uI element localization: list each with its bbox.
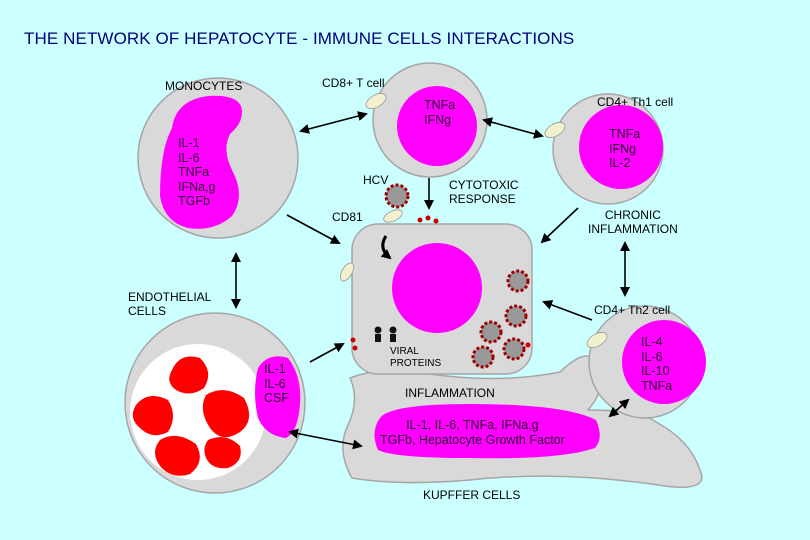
th2-receptor — [586, 332, 608, 348]
monocytes-label: MONOCYTES — [165, 79, 243, 93]
cd81-label: CD81 — [332, 210, 363, 224]
th1-receptor — [544, 122, 566, 138]
endothelial-cytokines: IL-1 IL-6 CSF — [264, 362, 289, 405]
chronic-label: CHRONIC INFLAMMATION — [588, 208, 678, 236]
hcv-particle — [384, 183, 410, 209]
endothelial-label: ENDOTHELIAL CELLS — [128, 290, 212, 318]
cytotoxic-label: CYTOTOXIC RESPONSE — [449, 178, 519, 206]
hepatocyte-receptor — [339, 262, 355, 282]
red-blood-cells — [132, 356, 250, 476]
monocyte-nucleus — [160, 95, 242, 229]
entry-curve-arrow — [380, 235, 392, 260]
th1-cytokines: TNFa IFNg IL-2 — [609, 127, 641, 170]
th1-label: CD4+ Th1 cell — [597, 95, 674, 109]
interaction-arrows — [231, 111, 630, 450]
hcv-red-dots — [350, 215, 531, 351]
cd8-label: CD8+ T cell — [322, 76, 385, 90]
viral-particles — [471, 269, 530, 369]
th2-label: CD4+ Th2 cell — [594, 303, 671, 317]
diagram-title: THE NETWORK OF HEPATOCYTE - IMMUNE CELLS… — [24, 29, 575, 48]
inflammation-label: INFLAMMATION — [405, 386, 495, 400]
monocytes-cytokines: IL-1 IL-6 TNFa IFNa,g TGFb — [178, 136, 216, 208]
cd8-receptor — [365, 93, 387, 109]
th2-nucleus — [622, 320, 706, 404]
cd81-receptor — [383, 209, 403, 223]
endothelial-nucleus — [255, 356, 301, 438]
hcv-label: HCV — [363, 173, 389, 187]
viral-proteins-label: VIRAL PROTEINS — [390, 346, 442, 369]
kupffer-label: KUPFFER CELLS — [423, 488, 521, 502]
viral-protein-markers — [374, 326, 397, 342]
cd8-nucleus — [397, 86, 477, 166]
kupffer-cytokines: IL-1, IL-6, TNFa, IFNa,g TGFb, Hepatocyt… — [380, 418, 565, 447]
th1-nucleus — [579, 105, 663, 189]
cd8-cytokines: TNFa IFNg — [424, 98, 456, 127]
hepatocyte-nucleus — [392, 243, 482, 333]
kupffer-nucleus — [374, 404, 600, 459]
th2-cytokines: IL-4 IL-6 IL-10 TNFa — [641, 335, 673, 393]
